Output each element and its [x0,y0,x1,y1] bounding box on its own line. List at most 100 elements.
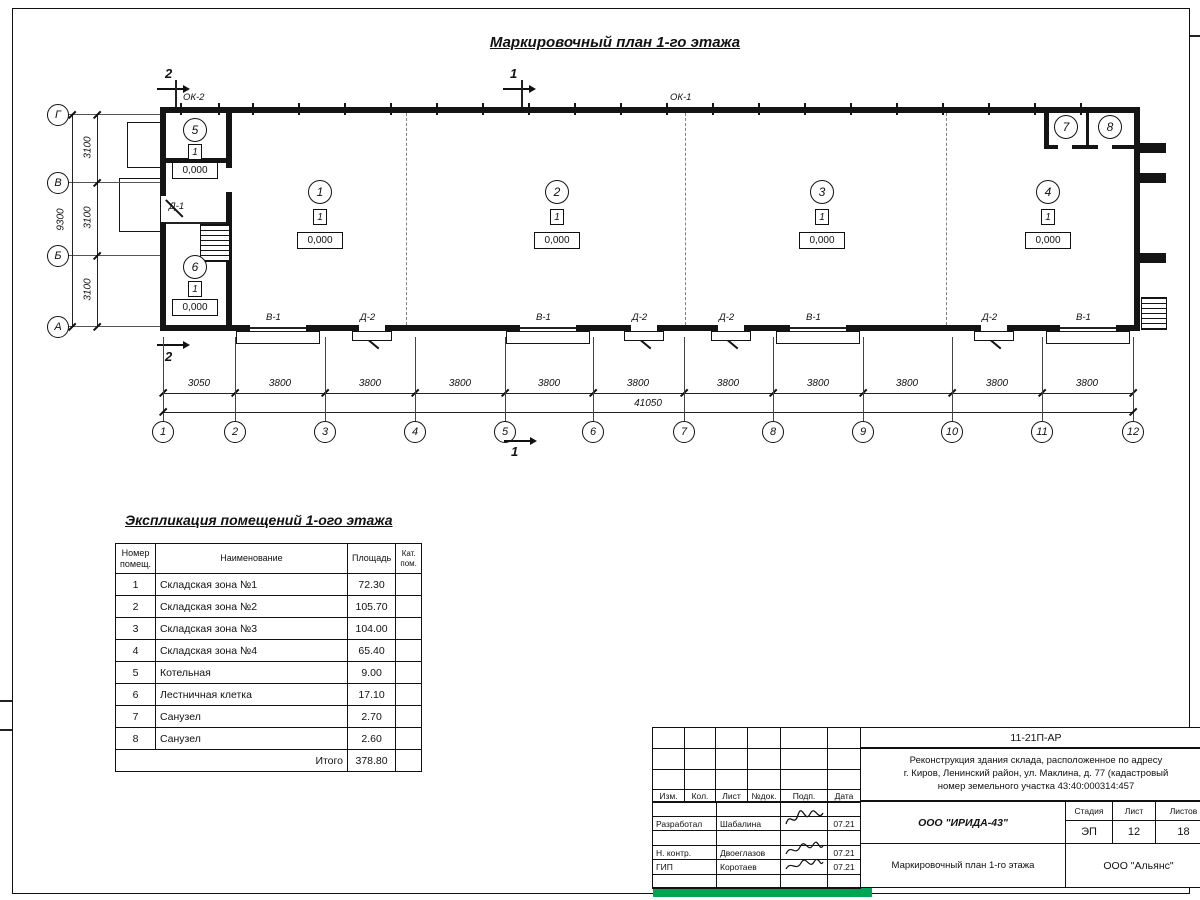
cell-cat [395,749,423,772]
axis-extension [773,337,774,421]
stamp-stage-label: Стадия [1065,801,1113,821]
cell-cat [395,617,423,640]
room-number-2: 2 [545,180,569,204]
section-arrow-icon [157,84,190,93]
room-number-3: 3 [810,180,834,204]
dim-value: 3800 [268,378,292,389]
wall-wc-left [1044,107,1049,149]
stamp-grid-cell [684,748,716,770]
stamp-grid-cell [716,845,781,860]
axis-bubble-9: 9 [852,421,874,443]
cell-name: Лестничная клетка [154,683,348,706]
stamp-grid-cell [715,769,748,790]
dim-value: 3800 [985,378,1009,389]
cell-num: 7 [115,705,156,728]
window-tick [528,103,530,115]
axis-extension [1133,337,1134,421]
window-tick [896,103,898,115]
stamp-grid-cell [780,830,828,846]
cell-cat [395,661,423,684]
stamp-grid-cell [780,769,828,790]
label-gate-v1: В-1 [806,312,821,323]
dim-value: 3100 [82,278,94,301]
room-type: 1 [313,209,327,225]
dim-line-bottom-total [163,412,1133,414]
section-line [521,80,523,107]
stamp-list-value: 12 [1112,820,1156,844]
section-arrow-icon [503,84,536,93]
axis-bubble-11: 11 [1031,421,1053,443]
axis-line [69,255,160,256]
wall-stair-block [226,107,232,331]
room-number-7: 7 [1054,115,1078,139]
axis-bubble-7: 7 [673,421,695,443]
room-elevation: 0,000 [799,232,845,249]
cell-name: Складская зона №1 [154,573,348,596]
stamp-grid-cell [780,727,828,749]
stamp-grid-cell [652,802,717,817]
dim-value: 3800 [806,378,830,389]
section-arrow-icon [157,340,190,349]
room-number-6: 6 [183,255,207,279]
dim-total-bottom: 41050 [634,398,662,409]
dim-value: 3800 [358,378,382,389]
room-type: 1 [188,144,202,160]
stamp-grid-cell [715,727,748,749]
axis-bubble-5: 5 [494,421,516,443]
stamp-stage-value: ЭП [1065,820,1113,844]
section-mark-1: 1 [511,444,519,459]
signature-icon [785,810,824,825]
axis-extension [163,337,164,421]
cell-num: 3 [115,617,156,640]
zone-partition [946,113,947,325]
exterior-stair [1141,297,1167,330]
stair-flight [200,224,230,262]
stamp-grid-cell [684,769,716,790]
axis-extension [684,337,685,421]
room-type: 1 [550,209,564,225]
label-window-ok2: ОК-2 [183,92,205,103]
axis-bubble-12: 12 [1122,421,1144,443]
stamp-grid-cell [747,769,781,790]
stamp-grid-cell [780,802,828,817]
dim-value: 3800 [1075,378,1099,389]
axis-bubble-a: А [47,316,69,338]
room-type: 1 [1041,209,1055,225]
room-elevation: 0,000 [1025,232,1071,249]
axis-extension [863,337,864,421]
cell-area: 9.00 [346,661,397,684]
frame-mark [0,729,12,731]
cell-cat [395,683,423,706]
cell-area: 2.60 [346,727,397,750]
stamp-grid-cell [652,816,717,831]
axis-extension [952,337,953,421]
stamp-col-data: Дата [827,789,861,802]
axis-extension [593,337,594,421]
room-schedule-table: Номер помещ. Наименование Площадь Кат. п… [115,543,423,772]
dim-value: 3800 [895,378,919,389]
opening-stair-door [226,168,232,192]
axis-extension [1042,337,1043,421]
wall-wc-partition [1086,107,1089,149]
room-elevation: 0,000 [297,232,343,249]
wall-wc-floor [1044,145,1140,149]
axis-line [69,326,160,327]
signature-icon [785,858,824,870]
window-tick [436,103,438,115]
opening-door [631,325,657,331]
stamp-grid-cell [827,845,861,860]
cell-name: Санузел [154,705,348,728]
room-type: 1 [188,281,202,297]
total-label: Итого [115,749,348,772]
wall-boiler-floor [160,158,232,163]
window-tick [850,103,852,115]
dim-value: 3800 [716,378,740,389]
opening-wc-door [1058,145,1072,149]
label-door-d2: Д-2 [982,312,998,323]
stamp-grid-cell [652,748,685,770]
label-gate-v1: В-1 [266,312,281,323]
axis-bubble-3: 3 [314,421,336,443]
